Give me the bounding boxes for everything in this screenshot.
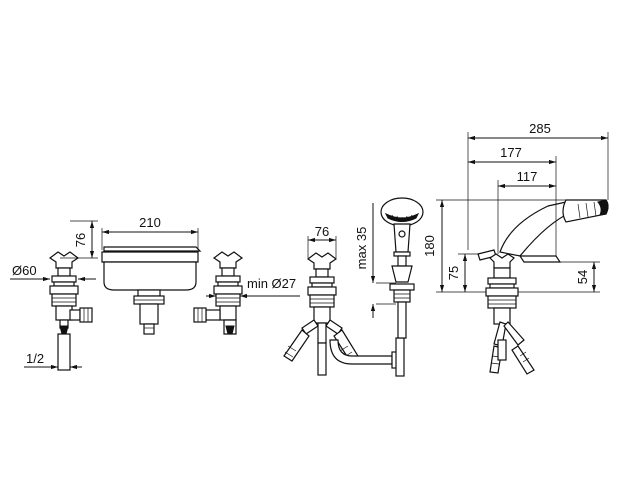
dimension-117: 117 [497,169,556,254]
dim-180-label: 180 [422,235,437,257]
dim-210-label: 210 [139,215,161,230]
dim-117-label: 117 [517,169,538,184]
dim-76-left-label: 76 [73,233,88,247]
dim-half-inch-label: 1/2 [26,351,44,366]
dimension-76-center: 76 [307,224,337,258]
dimension-180: 180 [422,199,566,293]
spout [101,246,202,335]
handshower-vertical [380,197,424,339]
dim-54-label: 54 [575,270,590,284]
dim-75-label: 75 [446,266,461,280]
dimension-min-27: min Ø27 [206,276,300,299]
dim-76-center-label: 76 [315,224,329,239]
dimension-210: 210 [101,215,199,250]
dimension-max-35: max 35 [354,203,396,318]
diverter-valve [283,252,405,377]
dim-177-label: 177 [500,145,522,160]
dim-285-label: 285 [529,121,551,136]
dimension-285: 285 [467,121,609,250]
dimension-half-inch: 1/2 [24,351,82,370]
left-valve [48,251,93,371]
dimension-76-left: 76 [60,220,98,259]
dimension-75: 75 [446,253,478,292]
dim-max35-label: max 35 [354,227,369,270]
dimension-177: 177 [468,145,557,256]
side-view-assembly [477,199,609,375]
dim-min27-label: min Ø27 [247,276,296,291]
dimension-54: 54 [518,261,600,293]
dimension-diameter-60: Ø60 [10,263,96,282]
right-valve [193,251,244,335]
dim-60-label: Ø60 [12,263,37,278]
